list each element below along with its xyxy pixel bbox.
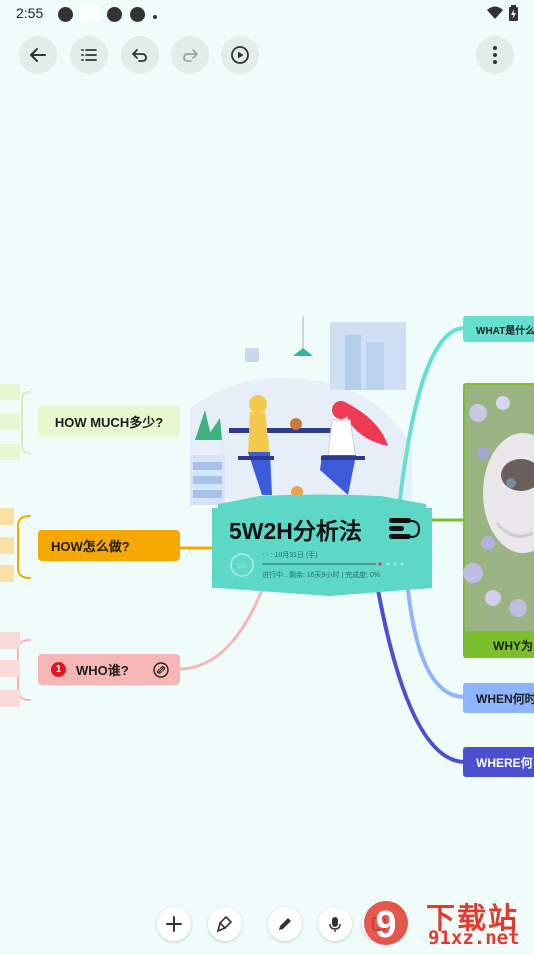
outline-button[interactable] (70, 36, 108, 74)
node-where-label: WHERE何 (476, 755, 533, 770)
what-connector (398, 326, 466, 502)
system-icons (487, 5, 518, 21)
node-who-label: WHO谁? (76, 663, 129, 678)
center-illustration (190, 316, 412, 505)
node-where[interactable]: WHERE何 (463, 747, 534, 777)
center-topic-date: - - : 10月31日 (手) (262, 552, 318, 559)
redo-button[interactable] (171, 36, 209, 74)
wifi-icon (487, 6, 503, 19)
svg-text:9: 9 (375, 904, 396, 946)
plus-icon (166, 916, 182, 932)
page-dot (386, 562, 390, 566)
redo-icon (183, 49, 198, 62)
how-much-children-bracket (21, 391, 31, 454)
app-notification-icon (58, 6, 73, 22)
node-what[interactable]: WHAT是什么 (463, 316, 534, 342)
center-topic-progress-text: 进行中...剩余: 16天9小时 | 完成度: 0% (262, 572, 381, 579)
node-how-much-label: HOW MUCH多少? (54, 415, 164, 430)
who-connector (178, 588, 264, 671)
node-what-label: WHAT是什么 (476, 325, 534, 337)
status-time: 2:55 (16, 5, 44, 21)
watermark-brand: 下载站 (426, 903, 520, 935)
watermark: 9 下载站 91xz.net (362, 893, 534, 950)
node-when[interactable]: WHEN何时 (463, 683, 534, 713)
page-dot (400, 562, 404, 566)
edit-button[interactable] (268, 907, 302, 941)
format-brush-button[interactable] (208, 907, 242, 941)
voice-input-button[interactable] (318, 907, 352, 941)
notification-icons (58, 6, 157, 22)
microphone-icon (329, 917, 341, 932)
play-button[interactable] (221, 36, 259, 74)
center-topic-body[interactable] (212, 508, 432, 588)
watermark-domain: 91xz.net (428, 927, 520, 949)
app-notification-icon (130, 6, 145, 22)
node-who[interactable]: 1 WHO谁? (38, 654, 180, 685)
undo-icon (132, 49, 147, 62)
node-when-label: WHEN何时 (476, 691, 534, 706)
node-why-label: WHY为 (493, 638, 533, 653)
back-button[interactable] (19, 36, 57, 74)
node-how-much[interactable]: HOW MUCH多少? (38, 406, 180, 437)
page-dot-active (378, 562, 382, 566)
play-icon (231, 46, 249, 64)
status-bar: 2:55 (0, 0, 534, 28)
watermark-logo: 9 (364, 901, 408, 946)
topic-style-icon[interactable] (389, 518, 421, 539)
node-how-label: HOW怎么做? (51, 539, 130, 554)
how-much-children[interactable] (0, 384, 20, 460)
node-why[interactable]: WHY为 (463, 632, 534, 658)
link-icon[interactable] (153, 661, 169, 678)
page-dot (393, 562, 397, 566)
how-children-bracket (17, 515, 31, 579)
progress-ring-label: 365 (237, 564, 248, 570)
priority-badge-icon: 1 (51, 662, 66, 677)
when-connector (406, 588, 466, 699)
more-vertical-icon (493, 46, 497, 64)
progress-ring (230, 553, 254, 577)
where-connector (376, 588, 466, 764)
how-children[interactable] (0, 508, 14, 582)
undo-button[interactable] (121, 36, 159, 74)
node-why-image[interactable]: WHY为 (463, 383, 534, 658)
node-how[interactable]: HOW怎么做? (38, 530, 180, 561)
pen-icon (279, 918, 291, 930)
brush-icon (216, 915, 233, 933)
center-topic-title[interactable]: 5W2H分析法 (229, 518, 362, 544)
back-arrow-icon (30, 48, 46, 62)
list-icon (81, 49, 97, 61)
cat-photo (463, 385, 534, 631)
app-notification-icon (107, 6, 122, 22)
more-notifications-icon (153, 15, 157, 19)
battery-icon (509, 5, 518, 21)
add-topic-button[interactable] (157, 907, 191, 941)
more-button[interactable] (476, 36, 514, 74)
who-children[interactable] (0, 632, 20, 707)
blank-notification-icon (81, 6, 99, 22)
